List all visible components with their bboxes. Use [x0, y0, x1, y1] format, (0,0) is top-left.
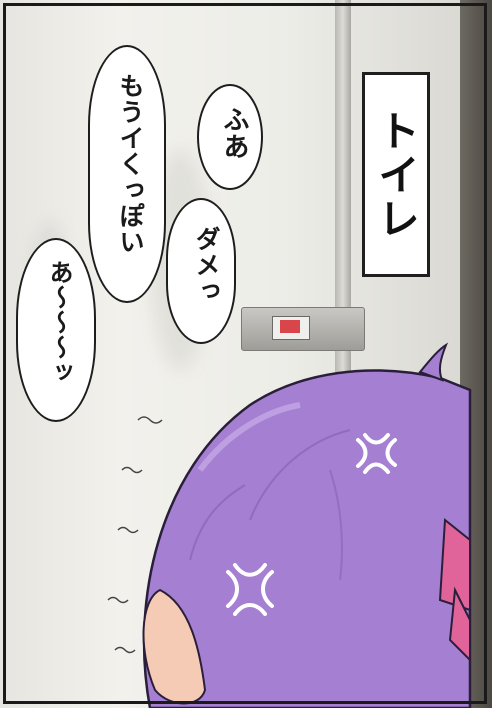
occupied-indicator [280, 320, 300, 333]
speech-bubble-fua: ふあ [197, 84, 263, 190]
door-lock-plate [241, 307, 365, 351]
speech-bubble-moukuppoi: もうイくっぽい [88, 45, 166, 303]
toilet-sign-label: トイレ [371, 109, 421, 241]
speech-text-aa: あ〜〜〜ッ [45, 260, 73, 385]
speech-text-dame: ダメっ [192, 226, 221, 304]
toilet-sign: トイレ [362, 72, 430, 277]
speech-bubble-dame: ダメっ [166, 198, 236, 344]
speech-text-fua: ふあ [219, 106, 249, 160]
hair-bow [438, 518, 471, 663]
speech-text-moukuppoi: もうイくっぽい [116, 73, 145, 255]
anger-mark-icon [226, 563, 274, 616]
speech-bubble-aa: あ〜〜〜ッ [16, 238, 96, 422]
anger-mark-icon [356, 433, 397, 474]
tremble-lines [107, 416, 163, 654]
